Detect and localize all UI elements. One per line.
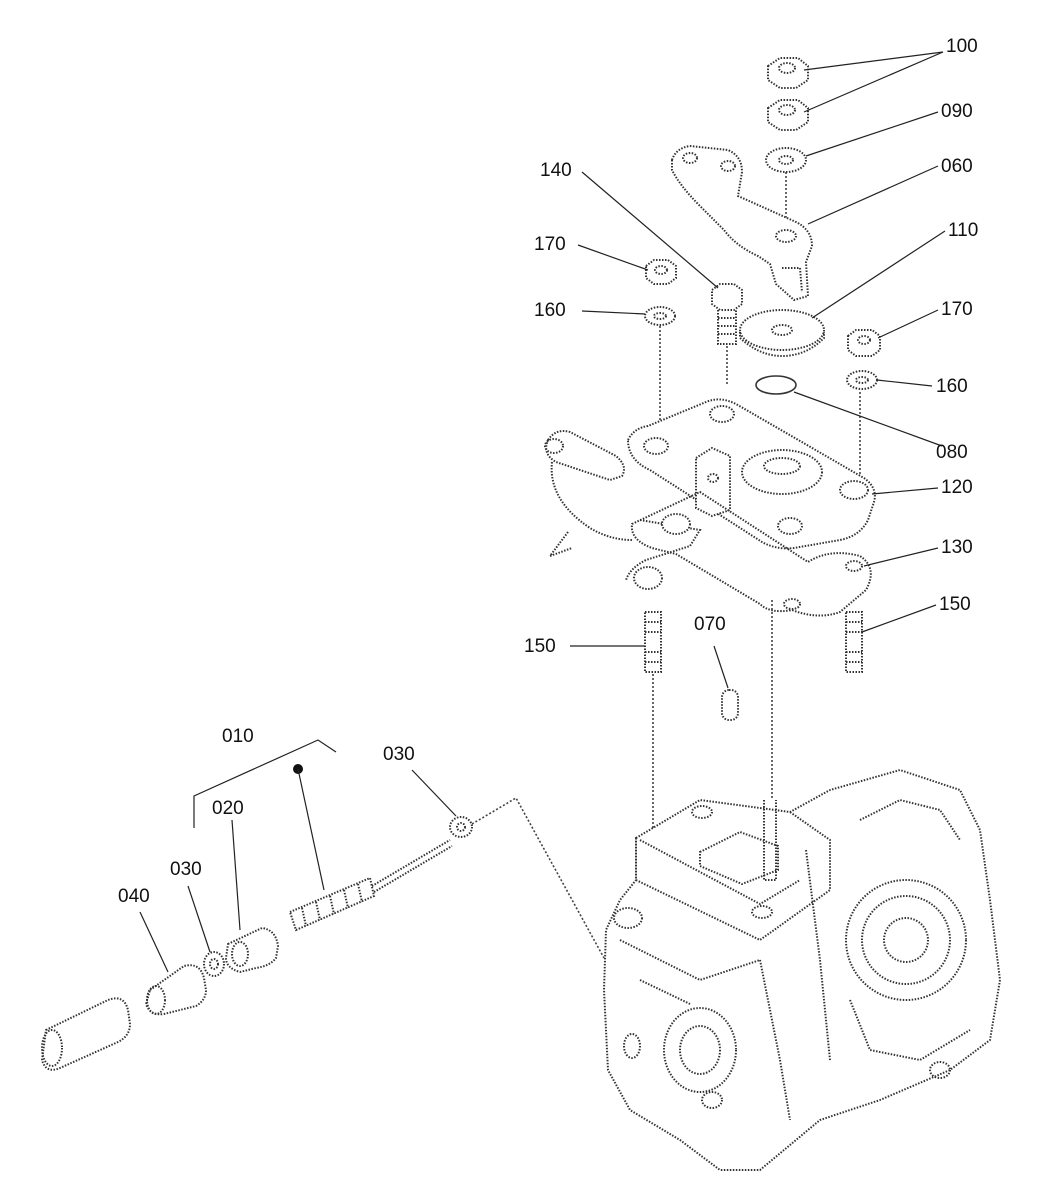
part-080-o-ring (755, 375, 797, 395)
part-170-nut-right (847, 329, 881, 357)
part-160-washer-left (644, 306, 676, 326)
callout-110: 110 (948, 220, 978, 241)
part-110-washer-plate (739, 309, 825, 358)
part-130-gasket (630, 490, 872, 617)
callout-130: 130 (941, 537, 973, 558)
callout-080: 080 (936, 442, 968, 463)
part-100-nut-top (767, 57, 809, 89)
part-120-cover-plate (626, 398, 876, 550)
callout-150-left: 150 (524, 636, 556, 657)
part-160-washer-right (846, 370, 878, 390)
part-090-washer (765, 147, 807, 173)
callout-040: 040 (118, 886, 150, 907)
callout-030-right: 030 (383, 744, 415, 765)
callout-100: 100 (946, 36, 978, 57)
part-040-sleeve (40, 997, 132, 1071)
callout-020: 020 (212, 798, 244, 819)
callout-160-left: 160 (534, 300, 566, 321)
callout-030-left: 030 (170, 859, 202, 880)
callout-160-right: 160 (936, 376, 968, 397)
callout-170-left: 170 (534, 234, 566, 255)
callout-010: 010 (222, 726, 254, 747)
callout-120: 120 (941, 477, 973, 498)
part-170-nut-left (645, 259, 677, 285)
callout-070: 070 (694, 614, 726, 635)
part-150-stud-right (845, 611, 863, 673)
part-040-cap (144, 964, 208, 1016)
part-030-washer-left (203, 951, 225, 977)
part-governor-linkage (544, 430, 702, 590)
part-010-rod (288, 839, 453, 932)
part-engine-housing (602, 768, 1002, 1171)
leader-lines (139, 51, 946, 973)
part-100-nut-bottom (767, 99, 809, 131)
part-070-key (721, 689, 739, 721)
part-150-stud-left (644, 611, 662, 673)
axis-line (471, 796, 605, 959)
callout-170-right: 170 (941, 299, 973, 320)
callout-090: 090 (941, 101, 973, 122)
part-020-nut (224, 926, 280, 974)
part-140-bolt (711, 283, 743, 345)
callout-060: 060 (941, 156, 973, 177)
callout-150-right: 150 (939, 594, 971, 615)
callout-140: 140 (540, 160, 572, 181)
part-030-washer-right (449, 816, 473, 838)
part-060-lever (671, 144, 814, 302)
